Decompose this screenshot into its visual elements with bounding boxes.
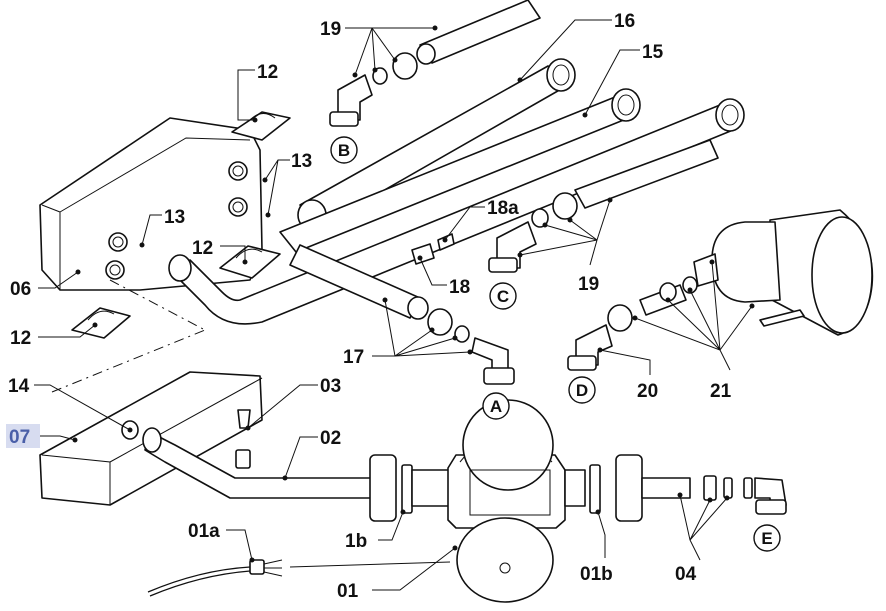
- label-01a: 01a: [188, 521, 220, 542]
- label-02: 02: [320, 428, 341, 449]
- label-21: 21: [710, 381, 732, 402]
- leader-lines: [34, 19, 755, 591]
- connector-c-circle: [489, 282, 517, 310]
- label-12-top: 12: [257, 62, 278, 83]
- label-12-left: 12: [10, 328, 31, 349]
- clamp-left: [71, 307, 131, 339]
- pipe-15: [279, 88, 641, 253]
- fitting-group-a: [427, 308, 515, 385]
- label-19-right: 19: [578, 274, 599, 295]
- label-1b: 1b: [345, 531, 367, 552]
- label-07: 07: [9, 427, 30, 448]
- fitting-group-d: [567, 276, 698, 371]
- label-16: 16: [614, 11, 635, 32]
- label-20: 20: [637, 381, 658, 402]
- label-12-mid: 12: [192, 238, 213, 259]
- fitting-group-e: [703, 475, 787, 515]
- label-17: 17: [343, 347, 364, 368]
- label-19-top: 19: [320, 19, 341, 40]
- part-number-labels: 19 16 15 12 13 13 18a 12 18 19 06 12 17 …: [6, 11, 732, 602]
- connector-d-circle: [568, 376, 596, 404]
- connector-e-circle: [753, 524, 781, 552]
- label-15: 15: [642, 42, 664, 63]
- clamp-middle: [219, 245, 281, 279]
- connector-d-letter: D: [576, 381, 588, 400]
- clamp-top: [231, 111, 291, 141]
- label-18: 18: [449, 277, 470, 298]
- connector-b-letter: B: [338, 141, 350, 160]
- label-03: 03: [320, 376, 341, 397]
- label-13-a: 13: [291, 151, 312, 172]
- label-13-b: 13: [164, 207, 185, 228]
- connector-b-circle: [330, 136, 358, 164]
- connector-c-letter: C: [497, 287, 509, 306]
- fitting-group-b: [329, 0, 541, 127]
- pump-body: [369, 399, 691, 603]
- pipe-long-lower: [168, 98, 745, 325]
- fitting-group-c: [488, 139, 719, 273]
- label-06: 06: [10, 279, 31, 300]
- heat-exchanger-block: [39, 117, 263, 291]
- connector-a-circle: [482, 392, 510, 420]
- label-07-highlight: [6, 424, 40, 448]
- label-01: 01: [337, 581, 359, 602]
- cable-01a: [147, 559, 283, 597]
- label-14: 14: [8, 376, 30, 397]
- label-18a: 18a: [487, 198, 519, 219]
- circulator-motor: [693, 209, 874, 336]
- label-04: 04: [675, 564, 697, 585]
- connector-a-letter: A: [490, 397, 502, 416]
- connector-e-letter: E: [761, 529, 772, 548]
- pipe-17: [289, 244, 429, 320]
- label-01b: 01b: [580, 564, 613, 585]
- pipe-02: [121, 409, 373, 499]
- connector-markers: B C A D E: [330, 136, 781, 552]
